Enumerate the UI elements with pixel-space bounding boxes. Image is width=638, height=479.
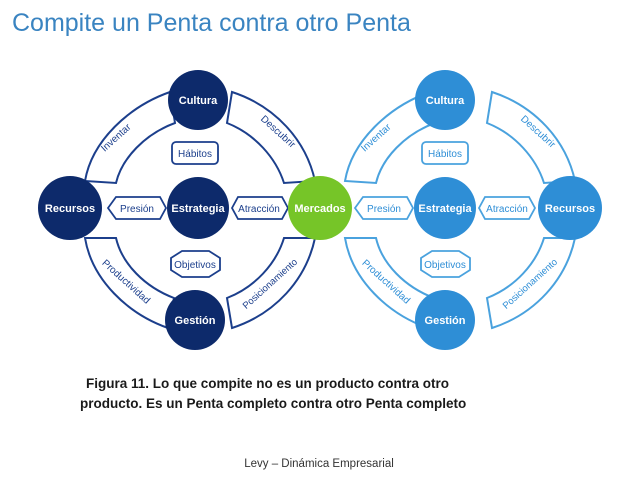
right-penta: Inventar Descubrir Productividad Posicio… xyxy=(343,70,602,350)
left-label-recursos: Recursos xyxy=(45,203,95,215)
left-penta: Inventar Descubrir Productividad Posicio… xyxy=(38,70,317,350)
left-box-presion xyxy=(106,196,168,220)
right-node-cultura xyxy=(415,70,475,130)
right-box-objetivos xyxy=(420,250,471,278)
caption-line-2: producto. Es un Penta completo contra ot… xyxy=(80,396,467,411)
footer-credit: Levy – Dinámica Empresarial xyxy=(244,458,394,470)
left-label-estrategia: Estrategia xyxy=(171,203,225,215)
caption-line-1: Figura 11. Lo que compite no es un produ… xyxy=(86,376,450,391)
left-node-recursos xyxy=(38,176,102,240)
left-node-estrategia xyxy=(167,177,229,239)
right-label-gestion: Gestión xyxy=(425,315,466,327)
right-label-atraccion: Atracción xyxy=(486,204,528,215)
left-box-objetivos xyxy=(170,250,221,278)
right-band-descubrir xyxy=(485,90,577,185)
right-label-recursos: Recursos xyxy=(545,203,595,215)
right-box-presion xyxy=(353,196,415,220)
center-node-mercados xyxy=(288,176,352,240)
left-band-descubrir xyxy=(225,90,317,185)
right-label-objetivos: Objetivos xyxy=(424,260,466,271)
figure-caption: Figura 11. Lo que compite no es un produ… xyxy=(80,374,560,414)
left-node-cultura xyxy=(168,70,228,130)
right-label-habitos: Hábitos xyxy=(428,149,462,160)
right-box-atraccion xyxy=(477,196,537,220)
right-node-gestion xyxy=(415,290,475,350)
left-label-gestion: Gestión xyxy=(175,315,216,327)
left-label-objetivos: Objetivos xyxy=(174,260,216,271)
right-node-recursos xyxy=(538,176,602,240)
slide-title: Compite un Penta contra otro Penta xyxy=(12,9,411,37)
right-label-cultura: Cultura xyxy=(426,95,465,107)
left-label-presion: Presión xyxy=(120,204,154,215)
right-box-habitos xyxy=(421,141,469,165)
left-node-gestion xyxy=(165,290,225,350)
left-label-habitos: Hábitos xyxy=(178,149,212,160)
right-node-estrategia xyxy=(414,177,476,239)
right-label-estrategia: Estrategia xyxy=(418,203,472,215)
center-label-mercados: Mercados xyxy=(294,203,345,215)
right-label-presion: Presión xyxy=(367,204,401,215)
left-band-inventar xyxy=(83,90,177,185)
left-label-atraccion: Atracción xyxy=(238,204,280,215)
left-label-cultura: Cultura xyxy=(179,95,218,107)
left-box-habitos xyxy=(171,141,219,165)
